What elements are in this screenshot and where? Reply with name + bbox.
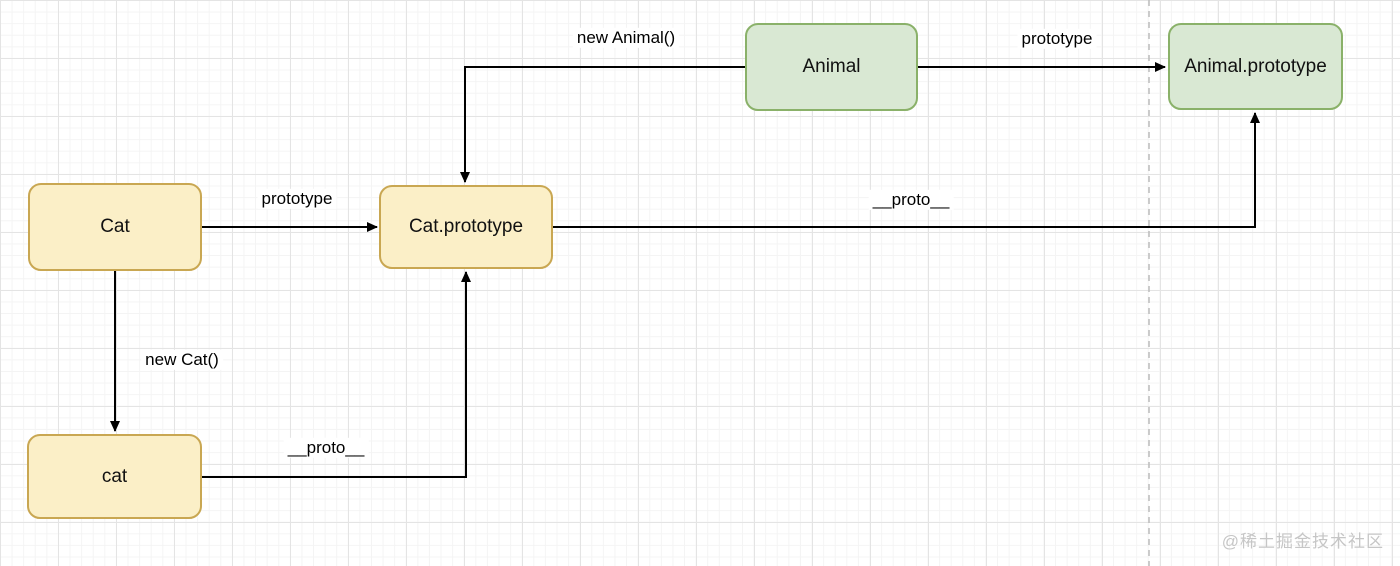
node-cat-instance: cat xyxy=(27,434,202,519)
node-label: Animal xyxy=(802,56,861,77)
node-animal-constructor: Animal xyxy=(745,23,918,111)
node-label: Cat xyxy=(100,216,130,237)
node-animal-prototype: Animal.prototype xyxy=(1168,23,1343,110)
edge-label-prototype-animal: prototype xyxy=(1017,28,1097,50)
edge-label-proto-cat-prototype: __proto__ xyxy=(868,189,954,211)
node-cat-prototype: Cat.prototype xyxy=(379,185,553,269)
node-label: Animal.prototype xyxy=(1184,55,1327,77)
node-label: Cat.prototype xyxy=(408,216,524,237)
edge-label-prototype-cat: prototype xyxy=(257,188,337,210)
watermark: @稀土掘金技术社区 xyxy=(1221,532,1384,551)
edge-label-proto-cat-instance: __proto__ xyxy=(283,437,369,459)
edge-label-new-cat: new Cat() xyxy=(141,349,223,371)
node-cat-constructor: Cat xyxy=(28,183,202,271)
node-label: cat xyxy=(101,465,128,487)
edge-label-new-animal: new Animal() xyxy=(572,27,680,49)
edge-animal-to-cat-prototype xyxy=(460,66,745,183)
